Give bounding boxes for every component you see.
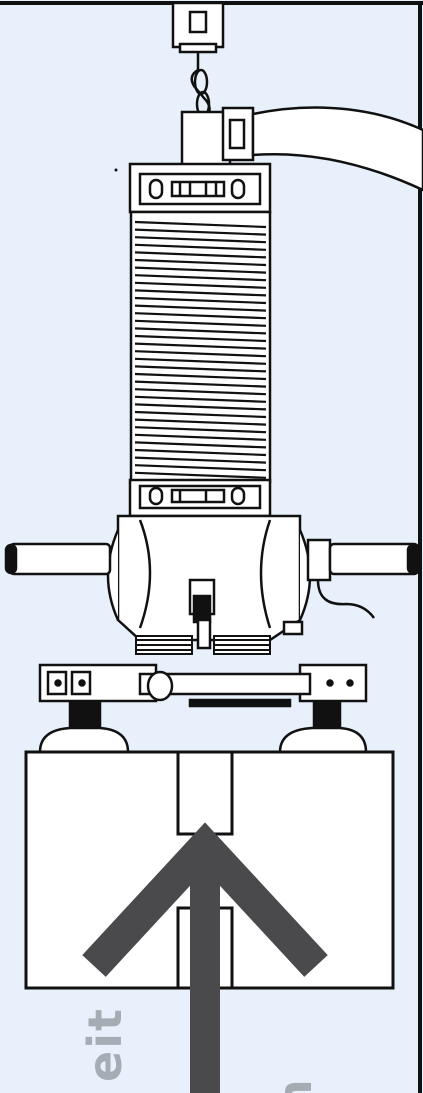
tube-rib	[134, 220, 267, 229]
tube-rib	[134, 464, 267, 472]
tube-rib	[134, 243, 267, 251]
tube-rib	[134, 281, 267, 289]
tube-rib	[134, 296, 267, 305]
tube-rib	[134, 372, 267, 381]
handle-left	[4, 542, 112, 576]
tube-rib	[134, 456, 267, 464]
lifting-tube	[129, 210, 272, 484]
tube-rib	[134, 289, 267, 297]
handle-right	[306, 538, 420, 619]
tube-rib	[134, 357, 267, 365]
tube-rib	[134, 312, 267, 320]
tube-rib	[134, 327, 267, 335]
tube-rib	[134, 342, 267, 350]
tube-rib	[134, 395, 267, 403]
crane-hook	[171, 1, 225, 127]
suction-crossbar	[38, 663, 368, 708]
suction-foot-left	[38, 700, 130, 754]
tube-rib	[134, 433, 267, 441]
suction-foot-right	[278, 700, 368, 754]
tube-rib	[134, 251, 267, 259]
tube-rib	[134, 471, 267, 479]
watermark-text-left: eit	[78, 1007, 132, 1082]
tube-rib	[134, 418, 267, 426]
tube-rib	[134, 334, 267, 343]
control-head	[106, 514, 312, 642]
tube-rib	[134, 403, 267, 411]
tube-rib	[134, 274, 267, 282]
tube-rib	[134, 365, 267, 373]
tube-rib	[134, 304, 267, 312]
watermark-text-right: n	[268, 1077, 322, 1093]
control-valve	[188, 578, 304, 650]
tube-rib	[134, 236, 267, 244]
lower-collar	[128, 478, 272, 518]
tube-rib	[134, 441, 267, 449]
hose-coupling	[180, 106, 255, 167]
tube-rib	[134, 319, 267, 327]
tube-rib	[134, 228, 267, 236]
tube-rib	[134, 380, 267, 388]
tube-rib	[134, 388, 267, 396]
tube-rib	[134, 426, 267, 434]
vacuum-hose	[251, 106, 423, 192]
tube-rib	[134, 448, 267, 457]
suction-plate-rings	[135, 635, 271, 655]
tube-rib	[134, 258, 267, 267]
tube-rib	[134, 410, 267, 419]
upper-collar	[128, 162, 272, 214]
tube-rib	[134, 350, 267, 358]
up-arrow-icon	[82, 822, 328, 1093]
tube-rib	[134, 266, 267, 274]
